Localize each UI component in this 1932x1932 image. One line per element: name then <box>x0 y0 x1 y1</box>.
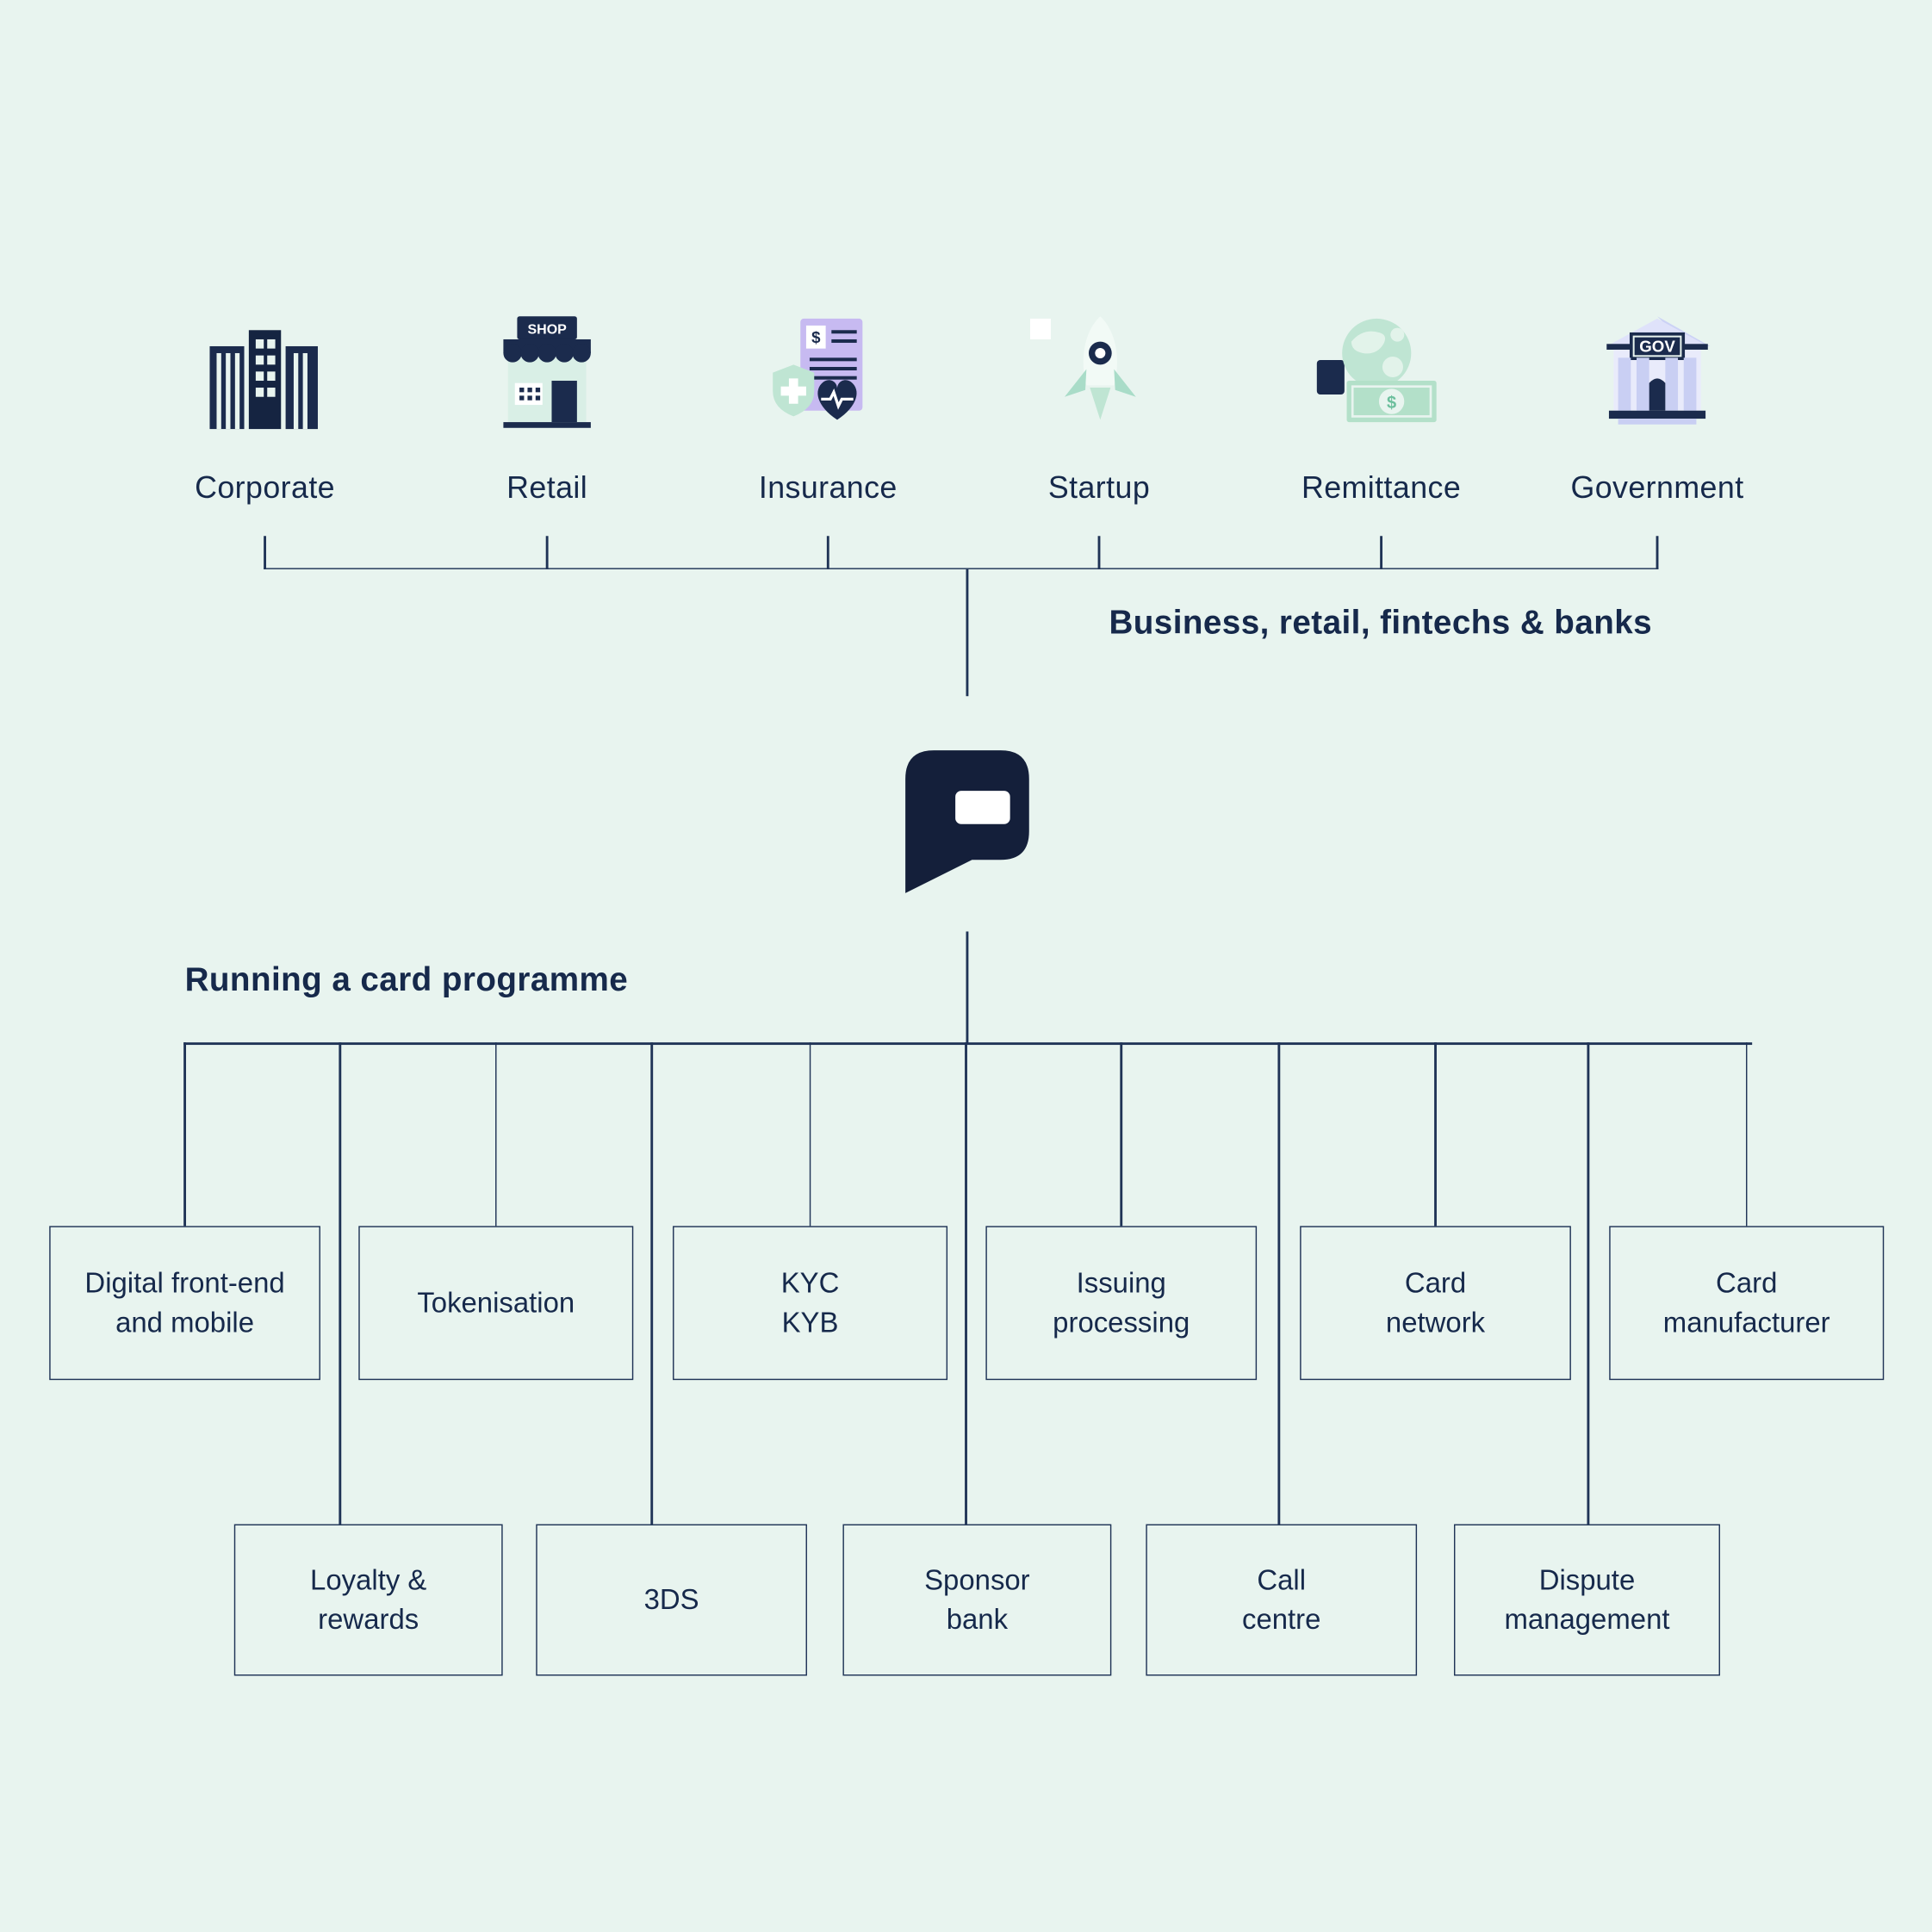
remittance-money-globe-icon: $ <box>1316 318 1437 423</box>
retail-shop-icon: SHOP <box>503 316 591 428</box>
programme-drop-line <box>650 1042 653 1525</box>
programme-drop-line <box>1277 1042 1280 1525</box>
pomelo-chat-bubble-logo <box>898 742 1036 897</box>
programme-drop-line <box>965 1042 967 1525</box>
government-building-icon: GOV <box>1606 316 1711 425</box>
programme-box-label: KYC KYB <box>780 1267 840 1338</box>
programme-box-tokenisation: Tokenisation <box>358 1226 634 1381</box>
sector-remittance: $ Remittance <box>1196 312 1566 506</box>
programme-box-label: Card network <box>1385 1267 1486 1338</box>
programme-box-label: Issuing processing <box>1053 1267 1190 1338</box>
sector-label-government: Government <box>1570 470 1744 506</box>
programme-box-label: Call centre <box>1241 1563 1321 1635</box>
sector-label-startup: Startup <box>1047 470 1151 506</box>
programme-box-digital-front-end: Digital front-end and mobile <box>49 1226 320 1381</box>
sector-label-remittance: Remittance <box>1301 470 1462 506</box>
programme-drop-line <box>1120 1042 1122 1227</box>
sectors-trunk-line <box>966 568 969 697</box>
programme-rail-line <box>183 1042 1753 1045</box>
sector-corporate: Corporate <box>80 312 450 506</box>
sectors-bracket-line <box>264 567 1659 569</box>
programme-box-label: Card manufacturer <box>1662 1267 1830 1338</box>
programme-box-card-network: Card network <box>1300 1226 1571 1381</box>
sector-stub-line <box>1097 536 1101 569</box>
programme-box-label: Sponsor bank <box>924 1563 1030 1635</box>
shop-sign-text: SHOP <box>527 321 567 337</box>
gov-sign-text: GOV <box>1639 338 1675 356</box>
logo-trunk-line <box>966 931 969 1044</box>
corporate-buildings-icon <box>209 330 318 430</box>
programme-box-3ds: 3DS <box>536 1524 807 1676</box>
programme-box-call-centre: Call centre <box>1146 1524 1418 1676</box>
sector-stub-line <box>546 536 549 569</box>
programme-box-label: Digital front-end and mobile <box>84 1267 285 1338</box>
sector-retail: SHOP Retail <box>363 312 732 506</box>
sector-government: GOV Government <box>1472 312 1842 506</box>
programme-box-label: 3DS <box>643 1583 699 1616</box>
programme-box-dispute-management: Dispute management <box>1453 1524 1720 1676</box>
sector-stub-line <box>1656 536 1659 569</box>
programme-drop-line <box>183 1042 186 1227</box>
programme-drop-line <box>339 1042 341 1525</box>
programme-box-card-manufacturer: Card manufacturer <box>1609 1226 1885 1381</box>
programme-drop-line <box>494 1042 497 1227</box>
sector-startup: Startup <box>914 312 1283 506</box>
sector-label-retail: Retail <box>506 470 588 506</box>
sector-stub-line <box>1380 536 1382 569</box>
programme-drop-line <box>1745 1042 1748 1227</box>
sector-stub-line <box>827 536 829 569</box>
programme-box-label: Loyalty & rewards <box>310 1563 427 1635</box>
programme-heading: Running a card programme <box>184 960 629 998</box>
programme-box-sponsor-bank: Sponsor bank <box>842 1524 1112 1676</box>
programme-drop-line <box>809 1042 811 1227</box>
dollar-sign-text: $ <box>811 328 821 346</box>
programme-drop-line <box>1587 1042 1589 1525</box>
startup-rocket-icon <box>1029 316 1136 420</box>
sector-insurance: $ Insurance <box>643 312 1013 506</box>
programme-box-issuing-processing: Issuing processing <box>985 1226 1258 1381</box>
programme-box-label: Dispute management <box>1504 1563 1670 1635</box>
sector-label-corporate: Corporate <box>195 470 336 506</box>
programme-drop-line <box>1434 1042 1437 1227</box>
sectors-caption: Business, retail, fintechs & banks <box>1109 603 1653 641</box>
chat-bubble-logo-icon <box>905 750 1029 893</box>
programme-box-kyc-kyb: KYC KYB <box>673 1226 948 1381</box>
dollar-sign-text: $ <box>1387 394 1396 413</box>
insurance-policy-icon: $ <box>773 318 863 420</box>
programme-box-loyalty-rewards: Loyalty & rewards <box>233 1524 503 1676</box>
sector-stub-line <box>264 536 266 569</box>
sector-label-insurance: Insurance <box>758 470 898 506</box>
programme-box-label: Tokenisation <box>417 1286 575 1319</box>
